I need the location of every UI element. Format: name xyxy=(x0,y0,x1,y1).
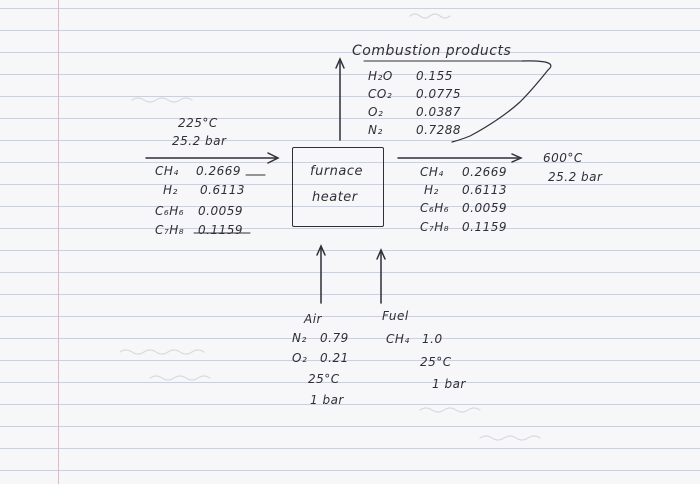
feed-out-pressure: 25.2 bar xyxy=(548,170,603,184)
feed-in-value: 0.0059 xyxy=(198,204,243,218)
feed-in-species: C₇H₈ xyxy=(155,223,185,237)
fuel-value: 1.0 xyxy=(422,332,443,346)
product-species: N₂ xyxy=(368,123,383,137)
feed-in-value: 0.1159 xyxy=(198,223,243,237)
ruled-line xyxy=(0,470,700,471)
product-value: 0.155 xyxy=(416,69,453,83)
ruled-line xyxy=(0,184,700,185)
ruled-line xyxy=(0,228,700,229)
product-species: CO₂ xyxy=(368,87,393,101)
feed-outlet-arrowhead xyxy=(511,153,523,163)
feed-in-value: 0.2669 xyxy=(196,164,241,178)
unit-name-top: furnace xyxy=(310,164,364,179)
flue-gas-arrowhead xyxy=(335,57,345,69)
feed-out-temperature: 600°C xyxy=(543,151,583,165)
air-species: O₂ xyxy=(292,351,308,365)
combustion-products-title: Combustion products xyxy=(352,43,512,59)
ruled-line xyxy=(0,250,700,251)
ruled-line xyxy=(0,426,700,427)
bracket-curve xyxy=(451,60,552,143)
air-arrowhead xyxy=(316,244,326,256)
feed-out-species: C₆H₆ xyxy=(420,201,450,215)
ruled-line xyxy=(0,338,700,339)
ruled-line xyxy=(0,294,700,295)
feed-in-value: 0.6113 xyxy=(200,183,245,197)
product-value: 0.0387 xyxy=(416,105,461,119)
fuel-arrowhead xyxy=(376,248,386,260)
ruled-line xyxy=(0,8,700,9)
ruled-line xyxy=(0,74,700,75)
ruled-line xyxy=(0,272,700,273)
ruled-line xyxy=(0,360,700,361)
air-value: 0.21 xyxy=(320,351,349,365)
product-value: 0.0775 xyxy=(416,87,461,101)
feed-out-value: 0.0059 xyxy=(462,201,507,215)
feed-out-species: H₂ xyxy=(424,183,439,197)
ruled-line xyxy=(0,118,700,119)
air-pressure: 1 bar xyxy=(310,393,344,407)
ruled-line xyxy=(0,206,700,207)
product-species: H₂O xyxy=(368,69,393,83)
fuel-pressure: 1 bar xyxy=(432,377,466,391)
ruled-line xyxy=(0,96,700,97)
ruled-line xyxy=(0,162,700,163)
ruled-line xyxy=(0,30,700,31)
feed-out-species: C₇H₈ xyxy=(420,220,450,234)
feed-in-species: H₂ xyxy=(163,183,178,197)
margin-line xyxy=(58,0,59,484)
feed-out-value: 0.2669 xyxy=(462,165,507,179)
ruled-line xyxy=(0,382,700,383)
feed-out-value: 0.1159 xyxy=(462,220,507,234)
unit-name-bottom: heater xyxy=(312,190,358,205)
air-value: 0.79 xyxy=(320,331,349,345)
product-species: O₂ xyxy=(368,105,384,119)
furnace-heater-unit xyxy=(292,147,384,227)
ruled-line xyxy=(0,316,700,317)
air-title: Air xyxy=(304,312,322,326)
feed-inlet-arrowhead xyxy=(267,152,280,164)
feed-in-species: CH₄ xyxy=(155,164,179,178)
feed-in-species: C₆H₆ xyxy=(155,204,185,218)
air-temperature: 25°C xyxy=(308,372,340,386)
ruled-line xyxy=(0,140,700,141)
air-species: N₂ xyxy=(292,331,307,345)
ruled-line xyxy=(0,448,700,449)
fuel-title: Fuel xyxy=(382,309,409,323)
ruled-line xyxy=(0,52,700,53)
feed-in-temperature: 225°C xyxy=(178,116,218,130)
fuel-temperature: 25°C xyxy=(420,355,452,369)
feed-out-species: CH₄ xyxy=(420,165,444,179)
fuel-species: CH₄ xyxy=(386,332,410,346)
feed-in-pressure: 25.2 bar xyxy=(172,134,227,148)
ruled-line xyxy=(0,404,700,405)
product-value: 0.7288 xyxy=(416,123,461,137)
feed-out-value: 0.6113 xyxy=(462,183,507,197)
